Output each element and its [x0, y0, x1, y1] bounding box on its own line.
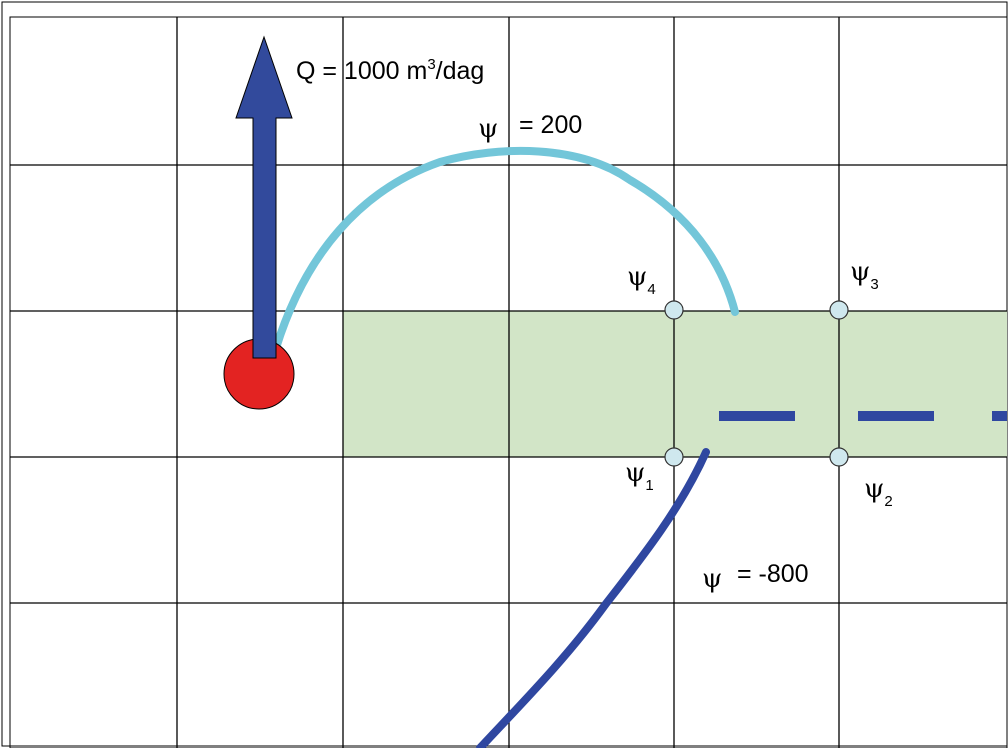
node-label-psi2: ψ2 — [864, 474, 893, 510]
node-psi1 — [664, 447, 684, 467]
streamline-upper-symbol: ψ — [478, 114, 498, 144]
node-label-psi1: ψ1 — [625, 458, 654, 494]
node-psi4 — [664, 300, 684, 320]
flow-label: Q = 1000 m3/dag — [296, 56, 484, 85]
node-label-psi4: ψ4 — [627, 262, 656, 298]
node-psi3 — [829, 300, 849, 320]
flow-label-prefix: Q = 1000 m — [296, 57, 427, 85]
discharge-arrow — [235, 35, 293, 359]
highlighted-cell-strip — [343, 311, 1007, 457]
node-label-psi3-index: 3 — [870, 276, 878, 293]
grid-nodes — [664, 300, 849, 467]
node-label-psi2-symbol: ψ — [864, 474, 884, 504]
node-label-psi3-symbol: ψ — [850, 257, 870, 287]
node-label-psi1-index: 1 — [645, 477, 653, 494]
flow-label-exponent: 3 — [427, 56, 435, 73]
streamline-lower-label: = -800 — [737, 560, 809, 588]
streamline-lower-symbol: ψ — [702, 564, 722, 594]
streamline-lower — [476, 448, 710, 748]
node-label-psi1-symbol: ψ — [625, 458, 645, 488]
node-psi2 — [829, 447, 849, 467]
streamline-upper — [272, 146, 739, 352]
node-label-psi4-index: 4 — [647, 281, 655, 298]
flow-label-suffix: /dag — [436, 57, 485, 85]
node-label-psi4-symbol: ψ — [627, 262, 647, 292]
streamline-upper-label: = 200 — [519, 111, 582, 139]
node-label-psi3: ψ3 — [850, 257, 879, 293]
node-label-psi2-index: 2 — [884, 493, 892, 510]
